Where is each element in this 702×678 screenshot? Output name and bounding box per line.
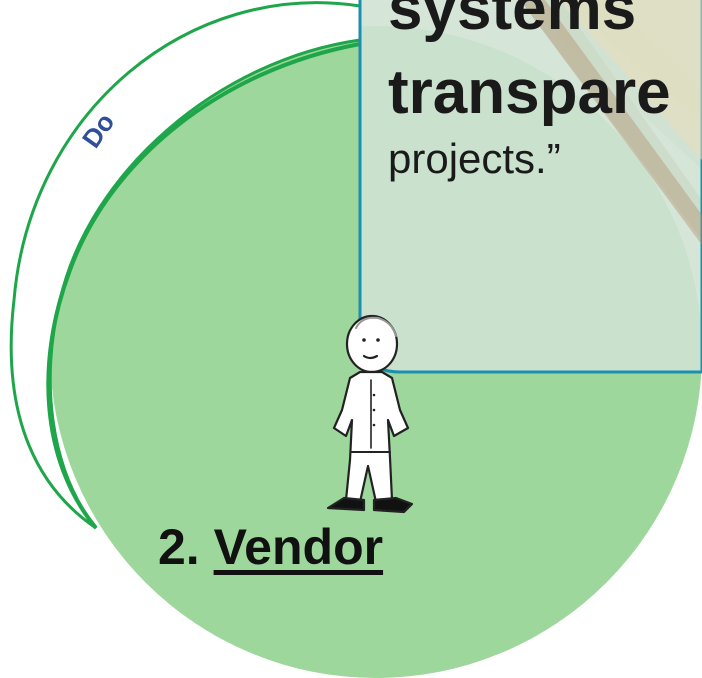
do-arc-inner-edge [46,42,361,530]
role-name: Vendor [213,519,384,575]
role-title: 2. Vendor [158,518,383,576]
quote-text-line-3: projects.” [388,135,561,182]
quote-text-line-2: transpare [388,58,671,127]
quote-text-line-1: systems [388,0,637,43]
standing-person-icon [326,314,414,514]
role-number: 2. [158,519,214,575]
